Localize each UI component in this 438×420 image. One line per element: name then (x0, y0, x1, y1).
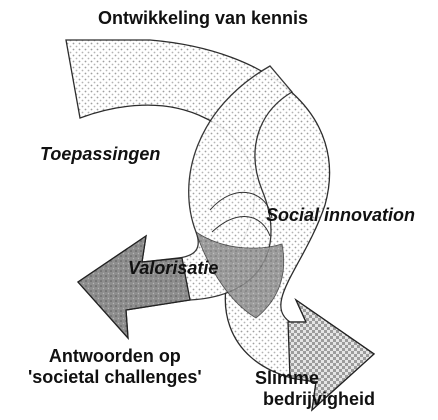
label-ontwikkeling-van-kennis: Ontwikkeling van kennis (98, 8, 309, 28)
arrow-right-head (287, 298, 376, 412)
label-slimme-bedrijvigheid: Slimme bedrijvigheid (255, 368, 375, 409)
crossing-curve-2 (211, 216, 271, 237)
label-valorisatie: Valorisatie (128, 258, 219, 278)
label-toepassingen: Toepassingen (40, 144, 161, 164)
label-antwoorden-line1: Antwoorden op (48, 346, 181, 366)
label-slimme-line1: Slimme (255, 368, 320, 388)
overlap-shading (195, 231, 285, 319)
arrow-left-head (77, 234, 191, 340)
label-slimme-line2: bedrijvigheid (263, 388, 376, 409)
crossing-curve (209, 191, 273, 219)
label-social-innovation: Social innovation (266, 205, 416, 225)
band-kennis-to-bedrijvigheid (65, 39, 376, 412)
label-antwoorden: Antwoorden op 'societal challenges' (28, 346, 202, 387)
label-antwoorden-line2: 'societal challenges' (28, 366, 202, 387)
